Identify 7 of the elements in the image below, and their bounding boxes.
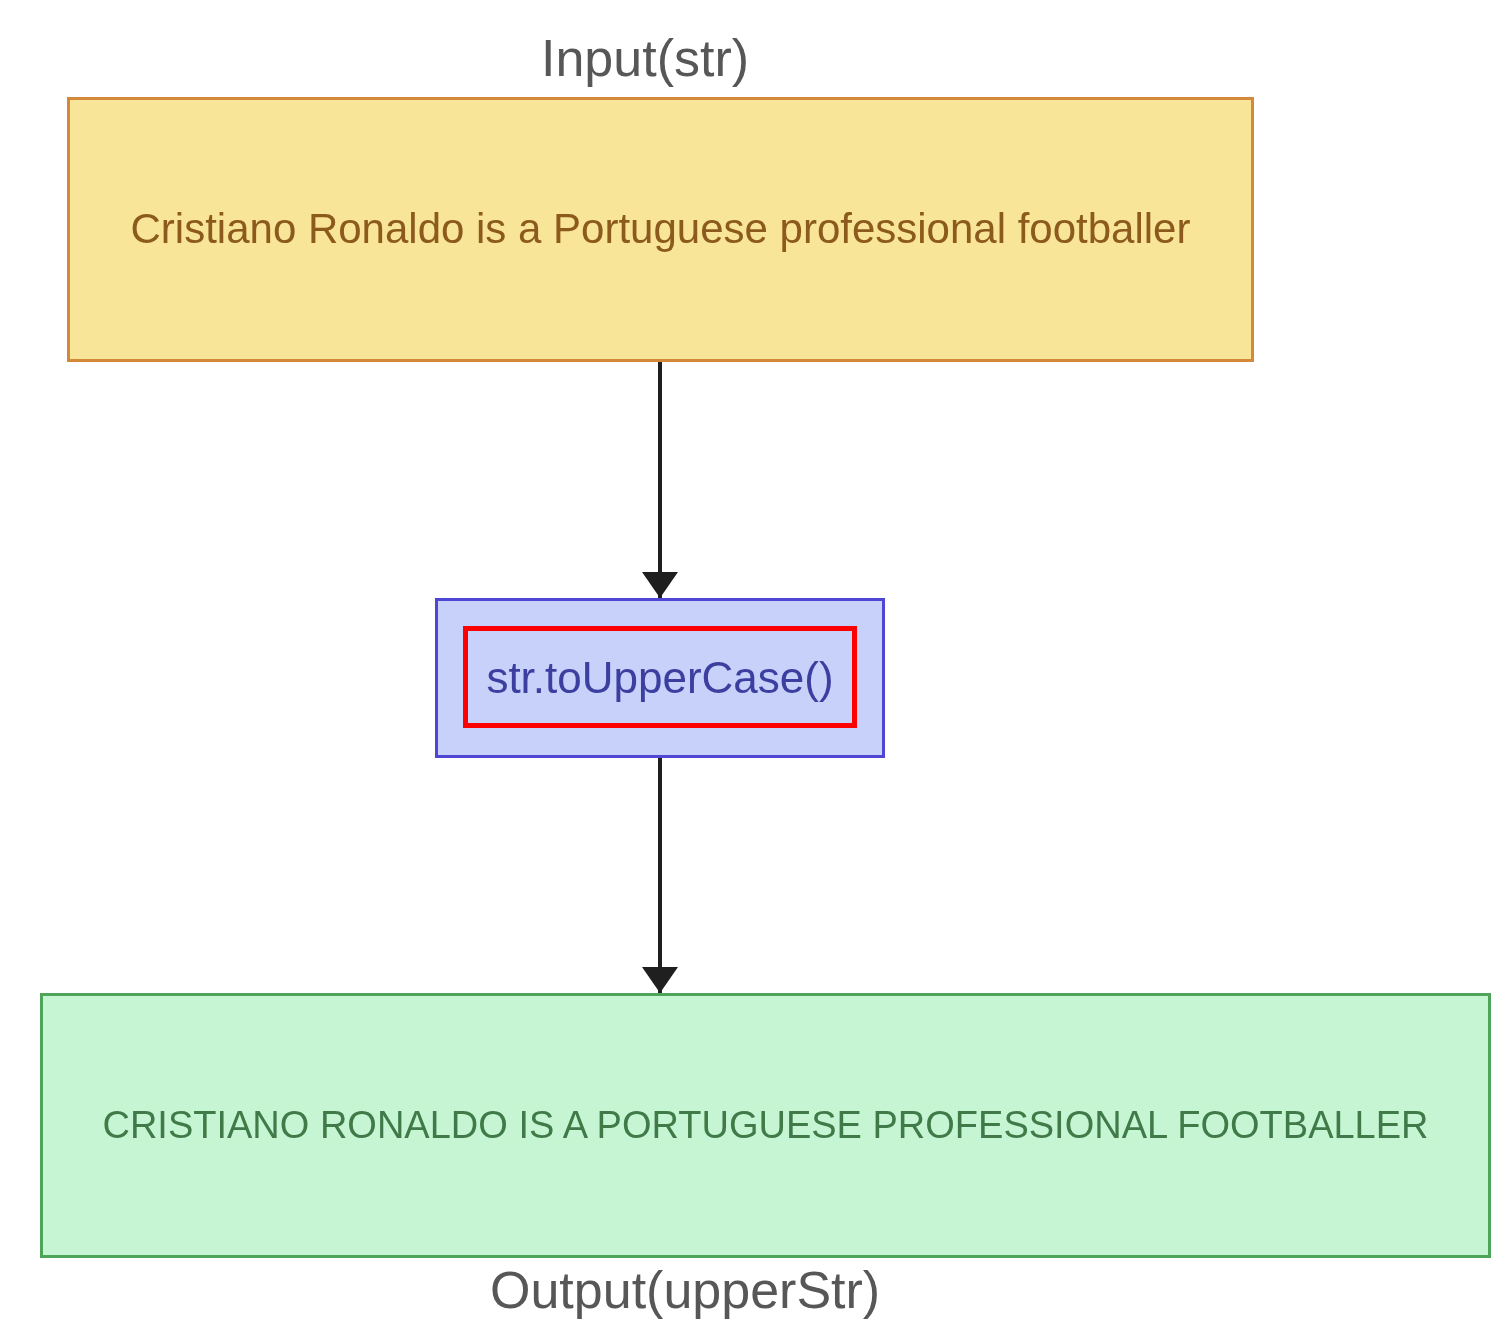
- box-text: Cristiano Ronaldo is a Portuguese professional footballer: [130, 204, 1191, 255]
- box-caption: Output(upperStr): [490, 1260, 881, 1320]
- box-text: CRISTIANO RONALDO IS A PORTUGUESE PROFESSIONAL FOOTBALLER: [102, 1102, 1429, 1148]
- method-call-text: str.toUpperCase(): [486, 651, 834, 704]
- arrow: [642, 362, 678, 598]
- arrow: [642, 758, 678, 993]
- box-heading: Input(str): [541, 28, 750, 88]
